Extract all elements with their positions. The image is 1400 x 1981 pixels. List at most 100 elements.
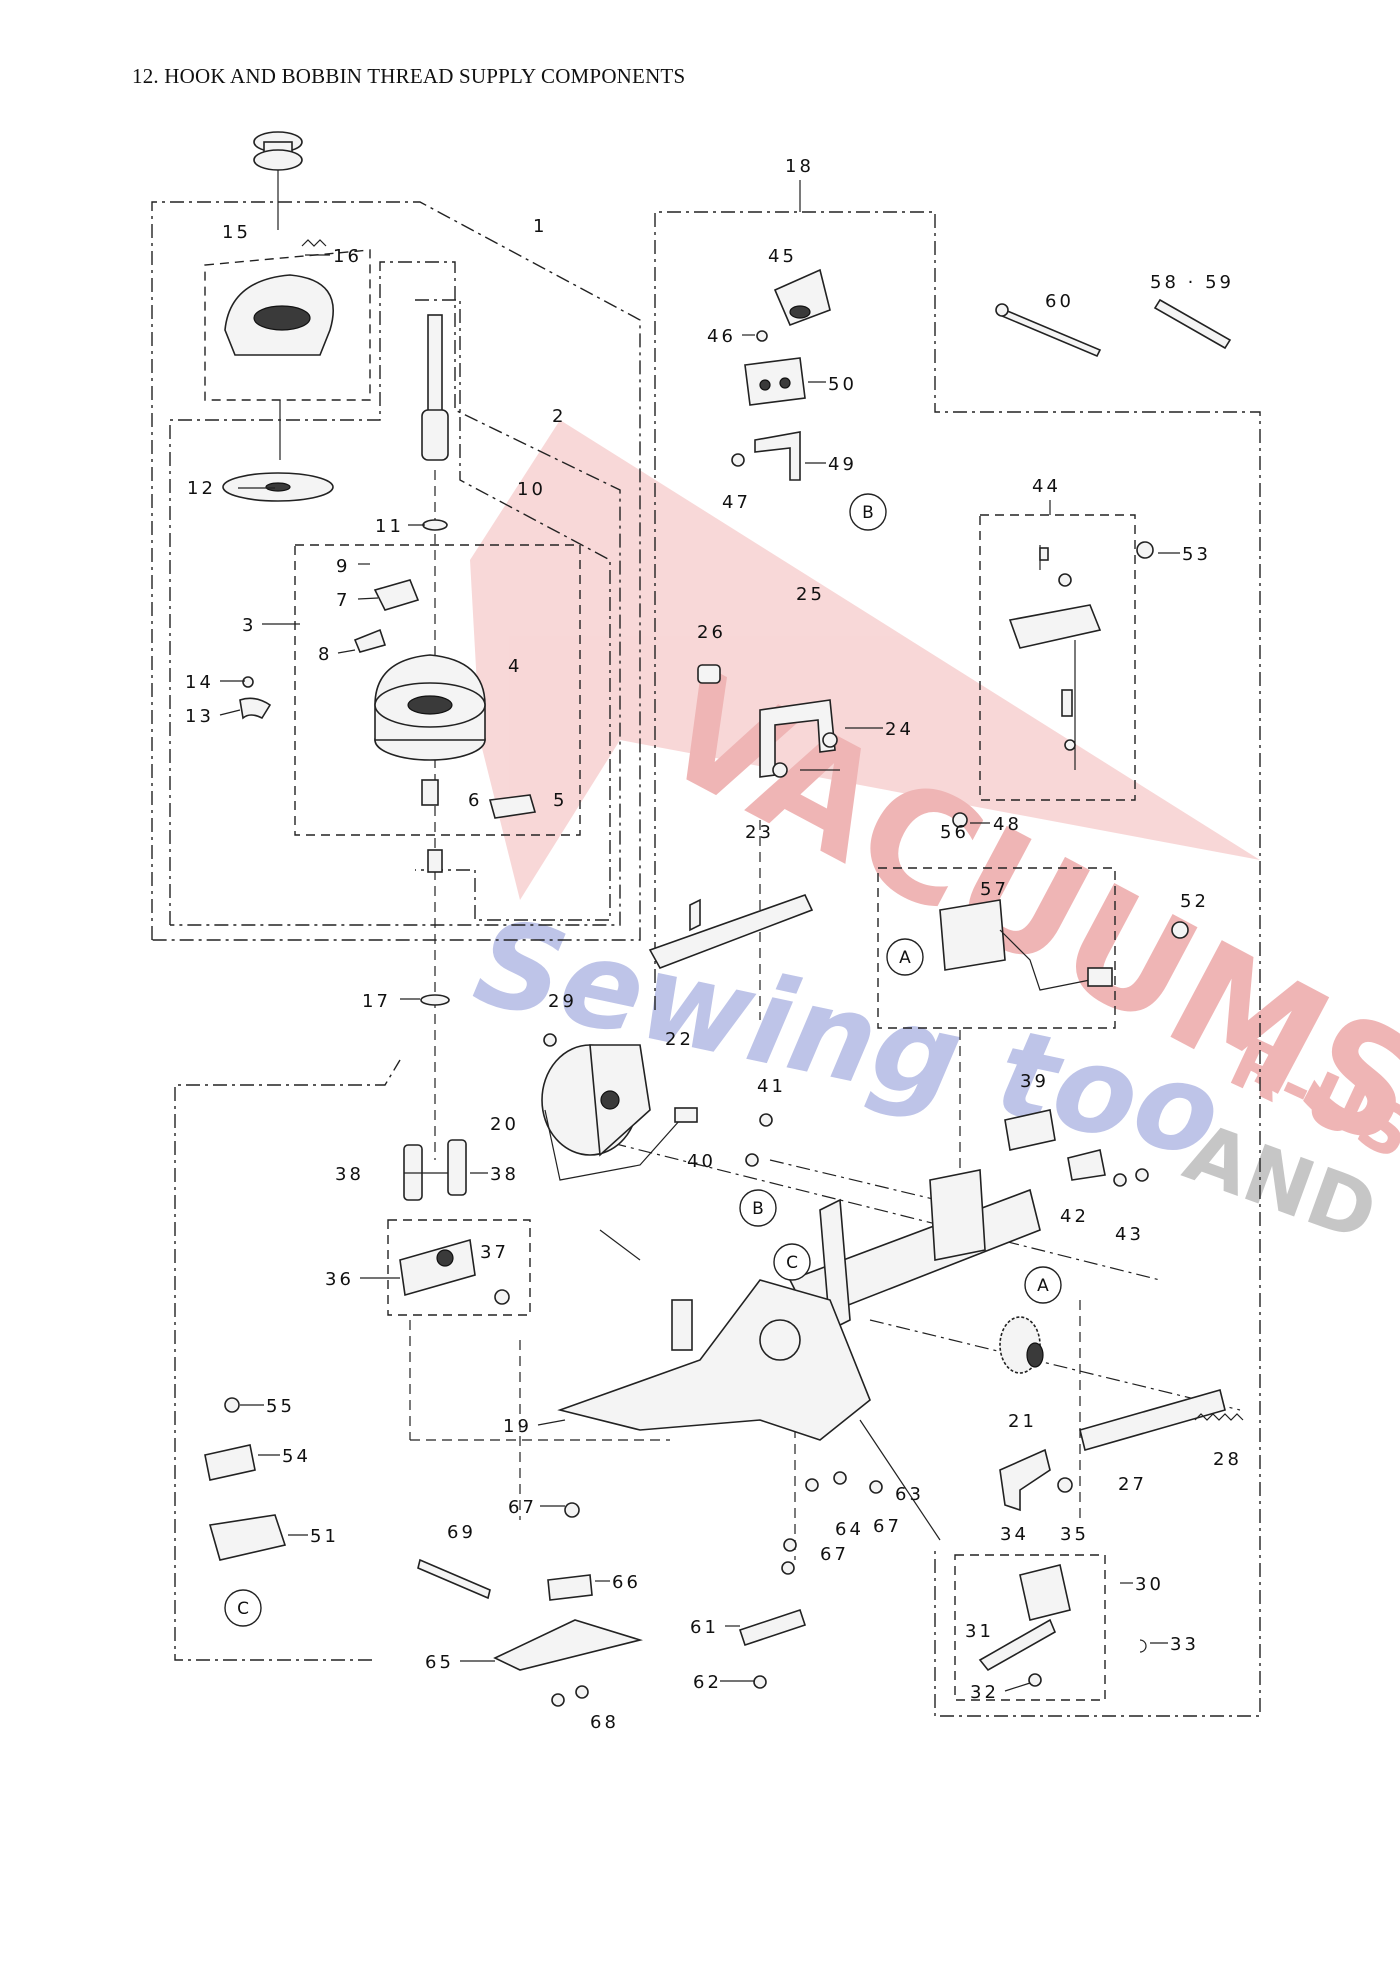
label-4: 4: [508, 656, 522, 677]
label-22: 22: [665, 1029, 694, 1050]
bracket-24: [759, 699, 836, 778]
label-7: 7: [336, 590, 350, 611]
spring-plate-65: [493, 1619, 643, 1671]
ref-b-circle-top: [849, 493, 887, 531]
ref-a-text-mid: A: [1037, 1276, 1049, 1296]
blade-69: [417, 1558, 491, 1600]
group-51-boundary: [174, 1059, 401, 1661]
bracket-54: [204, 1444, 256, 1481]
bobbin-case: [224, 274, 334, 356]
label-63: 63: [895, 1484, 924, 1505]
label-23: 23: [745, 822, 774, 843]
label-leaders: [219, 180, 1180, 1692]
ref-a-circle-top: [886, 938, 924, 976]
parts: [204, 131, 1244, 1707]
group-2-boundary: [169, 261, 621, 926]
base-plate-19: [557, 1279, 871, 1441]
label-38-right: 38: [490, 1164, 519, 1185]
label-50: 50: [828, 374, 857, 395]
label-56: 56: [940, 822, 969, 843]
ref-a-circle-mid: [1024, 1266, 1062, 1304]
frame-assembly: [788, 1169, 1041, 1332]
ref-b-text-top: B: [862, 503, 874, 523]
label-48: 48: [993, 814, 1022, 835]
sensor-board-57: [939, 899, 1113, 991]
label-39: 39: [1020, 1071, 1049, 1092]
label-25: 25: [796, 584, 825, 605]
label-10: 10: [517, 479, 546, 500]
label-47: 47: [722, 492, 751, 513]
ref-b-circle-mid: [739, 1189, 777, 1227]
label-9: 9: [336, 556, 350, 577]
group-boundaries: [151, 201, 1261, 1717]
rack-27: [1079, 1389, 1226, 1451]
label-69: 69: [447, 1522, 476, 1543]
ref-b-text-mid: B: [752, 1199, 764, 1219]
part-number-labels: 1 15 16 2 10 12 11 9 7 3 8 4 14 13 6 5 1…: [185, 156, 1239, 1733]
label-19: 19: [503, 1416, 532, 1437]
cable-tie-60: [1000, 308, 1102, 358]
part-42: [1067, 1149, 1106, 1181]
part-39: [1004, 1109, 1056, 1151]
group-36-boundary: [387, 1219, 531, 1316]
spring-28: [1194, 1413, 1244, 1421]
hook-part-7: [373, 579, 420, 611]
bracket-30: [1019, 1564, 1071, 1621]
bracket-49: [754, 431, 801, 481]
label-42: 42: [1060, 1206, 1089, 1227]
label-29: 29: [548, 991, 577, 1012]
label-36: 36: [325, 1269, 354, 1290]
label-67-mid: 67: [873, 1516, 902, 1537]
plate-61: [738, 1608, 807, 1647]
label-49: 49: [828, 454, 857, 475]
label-14: 14: [185, 672, 214, 693]
group-44-boundary: [979, 514, 1136, 801]
assembly-44: [1008, 547, 1102, 751]
reference-markers: B A B C A C: [224, 493, 1062, 1627]
label-18: 18: [785, 156, 814, 177]
label-41: 41: [757, 1076, 786, 1097]
group-56-boundary: [877, 867, 1116, 1029]
rotary-hook: [374, 654, 486, 806]
group-1-boundary: [151, 201, 641, 941]
label-13: 13: [185, 706, 214, 727]
ref-a-text-top: A: [899, 948, 911, 968]
label-58-59: 58 · 59: [1150, 272, 1234, 293]
label-21: 21: [1008, 1411, 1037, 1432]
hook-part-13: [239, 697, 272, 720]
label-55: 55: [266, 1396, 295, 1417]
washer-17: [420, 994, 450, 1006]
stepping-motor-20: [541, 1044, 698, 1181]
label-62: 62: [693, 1672, 722, 1693]
label-30: 30: [1135, 1574, 1164, 1595]
sensor-holder-50: [744, 357, 806, 406]
label-64: 64: [835, 1519, 864, 1540]
label-66: 66: [612, 1572, 641, 1593]
label-54: 54: [282, 1446, 311, 1467]
label-37: 37: [480, 1242, 509, 1263]
label-35: 35: [1060, 1524, 1089, 1545]
label-34: 34: [1000, 1524, 1029, 1545]
label-53: 53: [1182, 544, 1211, 565]
hook-part-5: [488, 794, 537, 819]
label-16: 16: [333, 246, 362, 267]
label-43: 43: [1115, 1224, 1144, 1245]
spring-26: [697, 664, 721, 684]
ref-c-circle-bottom: [224, 1589, 262, 1627]
gear-21: [999, 1316, 1044, 1374]
label-61: 61: [690, 1617, 719, 1638]
label-51: 51: [310, 1526, 339, 1547]
label-52: 52: [1180, 891, 1209, 912]
label-26: 26: [697, 622, 726, 643]
label-32: 32: [970, 1682, 999, 1703]
group-18-boundary: [654, 211, 1261, 1717]
label-31: 31: [965, 1621, 994, 1642]
ref-c-text-bottom: C: [237, 1599, 249, 1619]
group-3-boundary: [294, 544, 581, 836]
label-6: 6: [468, 790, 482, 811]
group-10-boundary: [415, 299, 611, 921]
label-5: 5: [553, 790, 567, 811]
ref-c-circle-mid: [773, 1243, 811, 1281]
hook-shaft: [421, 314, 449, 531]
label-45: 45: [768, 246, 797, 267]
